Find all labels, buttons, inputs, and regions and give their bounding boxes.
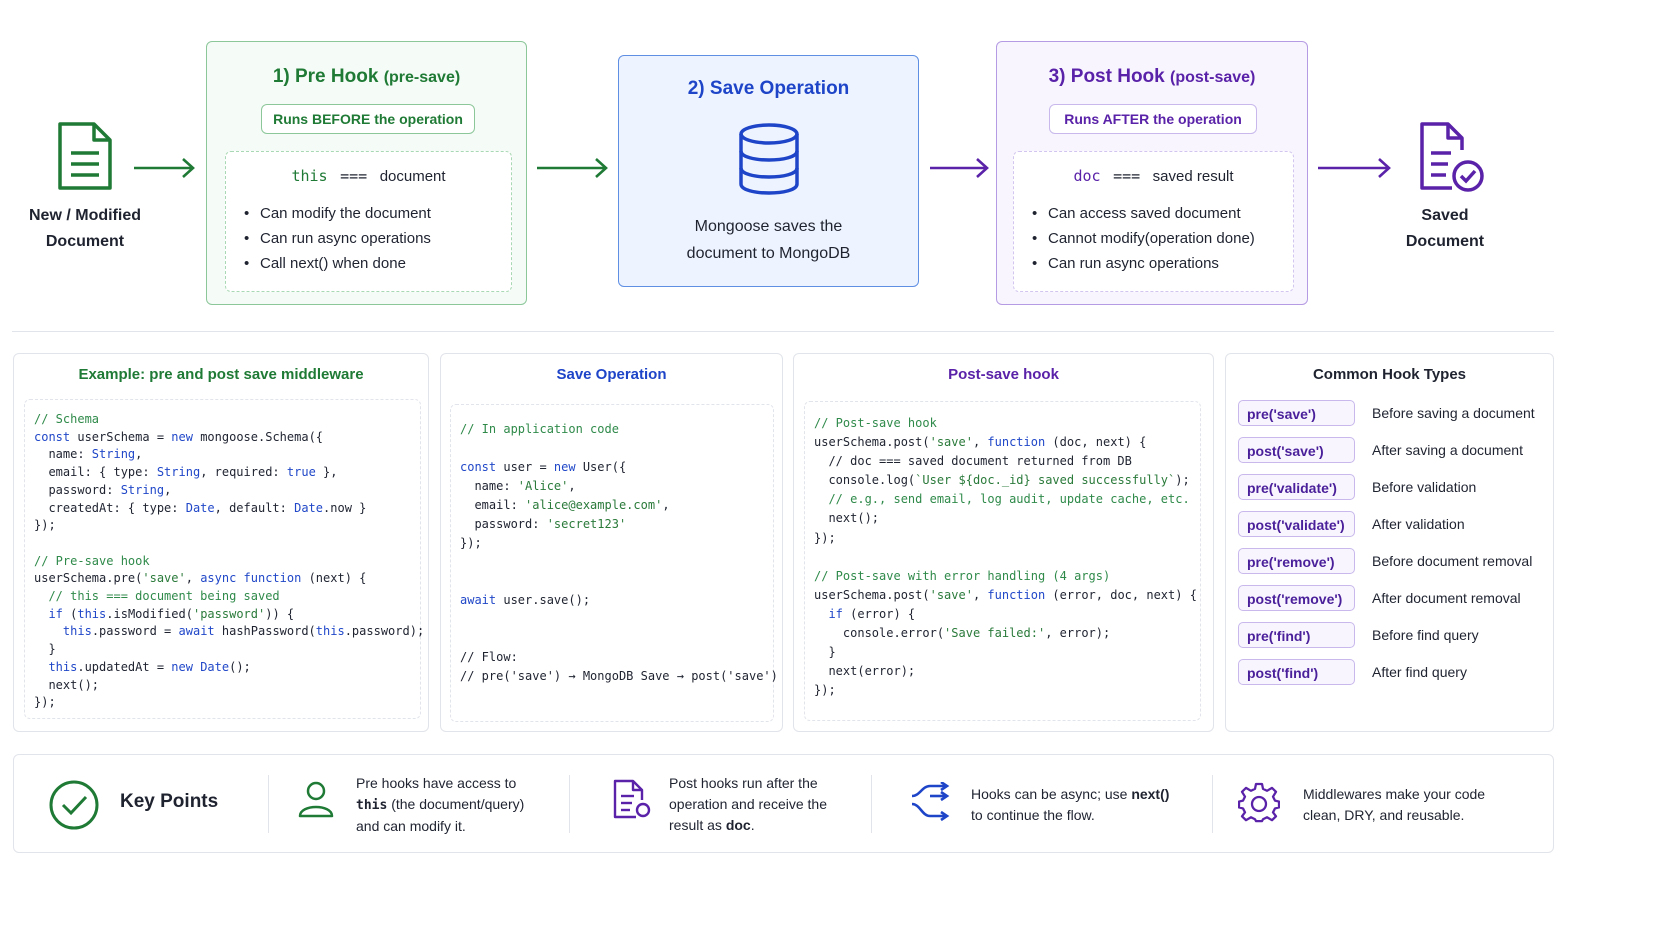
document-settings-icon (613, 779, 651, 819)
list-item: Cannot modify(operation done) (1032, 226, 1285, 251)
pre-hook-title: 1) Pre Hook (pre-save) (272, 66, 461, 87)
list-item: Can run async operations (1032, 251, 1285, 276)
post-hook-equation: doc === saved result (1073, 167, 1234, 185)
check-circle-icon (49, 780, 99, 830)
hook-type-row: pre('remove') Before document removal (1238, 548, 1545, 576)
pre-hook-detail-box: this === document Can modify the documen… (225, 151, 512, 292)
divider (569, 775, 570, 833)
hook-type-row: post('save') After saving a document (1238, 437, 1545, 465)
hook-type-row: post('find') After find query (1238, 659, 1545, 687)
gear-icon (1238, 782, 1280, 823)
hook-type-badge: pre('validate') (1238, 474, 1355, 500)
section-divider (12, 331, 1554, 332)
post-hook-bullets: Can access saved document Cannot modify(… (1032, 201, 1285, 276)
saved-document-icon (1420, 122, 1484, 192)
pre-hook-box: 1) Pre Hook (pre-save) Runs BEFORE the o… (206, 41, 527, 305)
hook-type-badge: post('remove') (1238, 585, 1355, 611)
key-point-middlewares: Middlewares make your code clean, DRY, a… (1303, 786, 1486, 823)
hook-type-description: Before find query (1372, 627, 1479, 643)
list-item: Can access saved document (1032, 201, 1285, 226)
post-save-code-block: // Post-save hook userSchema.post('save'… (804, 401, 1201, 721)
save-code-block: // In application code const user = new … (450, 404, 778, 722)
post-hook-title: 3) Post Hook (post-save) (1048, 66, 1256, 87)
list-item: Call next() when done (244, 251, 503, 276)
example-code-block: // Schema const userSchema = new mongoos… (24, 399, 424, 719)
hook-type-row: pre('validate') Before validation (1238, 474, 1545, 502)
divider (871, 775, 872, 833)
list-item: Can modify the document (244, 201, 503, 226)
arrow-right-icon (930, 158, 989, 178)
saved-document-label: Saved Document (1405, 207, 1485, 250)
hook-type-row: post('remove') After document removal (1238, 585, 1545, 613)
hook-type-badge: post('validate') (1238, 511, 1355, 537)
save-operation-panel: Save Operation // In application code co… (440, 353, 783, 732)
hook-type-description: After document removal (1372, 590, 1521, 606)
document-icon (58, 122, 112, 190)
user-icon (298, 781, 334, 818)
arrow-right-icon (1318, 158, 1391, 178)
hook-type-badge: post('save') (1238, 437, 1355, 463)
hook-type-description: Before validation (1372, 479, 1477, 495)
key-points-panel (13, 754, 1554, 853)
example-panel: Example: pre and post save middleware //… (13, 353, 429, 732)
example-panel-title: Example: pre and post save middleware (78, 366, 364, 383)
hook-type-description: After find query (1372, 664, 1467, 680)
hook-type-badge: pre('save') (1238, 400, 1355, 426)
hook-type-badge: post('find') (1238, 659, 1355, 685)
hook-type-row: pre('find') Before find query (1238, 622, 1545, 650)
save-operation-panel-title: Save Operation (556, 366, 667, 383)
hook-type-row: post('validate') After validation (1238, 511, 1545, 539)
async-flow-icon (911, 782, 950, 822)
hook-type-description: Before saving a document (1372, 405, 1535, 421)
list-item: Can run async operations (244, 226, 503, 251)
key-point-post-hooks: Post hooks run after the operation and r… (669, 775, 827, 833)
post-hook-detail-box: doc === saved result Can access saved do… (1013, 151, 1294, 292)
hook-type-description: After saving a document (1372, 442, 1523, 458)
hook-type-row: pre('save') Before saving a document (1238, 400, 1545, 428)
hook-types-panel: Common Hook Types pre('save') Before sav… (1225, 353, 1554, 732)
pre-hook-equation: this === document (291, 167, 446, 185)
post-save-panel-title: Post-save hook (948, 366, 1059, 383)
hook-type-description: After validation (1372, 516, 1465, 532)
hook-type-badge: pre('find') (1238, 622, 1355, 648)
database-icon (739, 123, 799, 195)
arrow-right-icon (537, 158, 608, 178)
hook-types-panel-title: Common Hook Types (1312, 366, 1467, 383)
divider (1212, 775, 1213, 833)
save-operation-box: 2) Save Operation Mongoose saves the doc… (618, 55, 919, 287)
pre-hook-pill: Runs BEFORE the operation (261, 104, 475, 134)
hook-type-badge: pre('remove') (1238, 548, 1355, 574)
new-document-label: New / Modified Document (29, 207, 141, 250)
key-points-title: Key Points (120, 791, 219, 812)
post-hook-box: 3) Post Hook (post-save) Runs AFTER the … (996, 41, 1308, 305)
arrow-right-icon (134, 158, 195, 178)
key-point-async: Hooks can be async; use next() to contin… (971, 786, 1170, 823)
post-hook-pill: Runs AFTER the operation (1049, 104, 1257, 134)
save-operation-title: 2) Save Operation (687, 78, 850, 99)
divider (268, 775, 269, 833)
hook-type-description: Before document removal (1372, 553, 1533, 569)
post-save-panel: Post-save hook // Post-save hook userSch… (793, 353, 1214, 732)
save-operation-description: Mongoose saves the document to MongoDB (686, 218, 851, 262)
pre-hook-bullets: Can modify the document Can run async op… (244, 201, 503, 276)
key-point-pre-hooks: Pre hooks have access to this (the docum… (356, 775, 525, 834)
